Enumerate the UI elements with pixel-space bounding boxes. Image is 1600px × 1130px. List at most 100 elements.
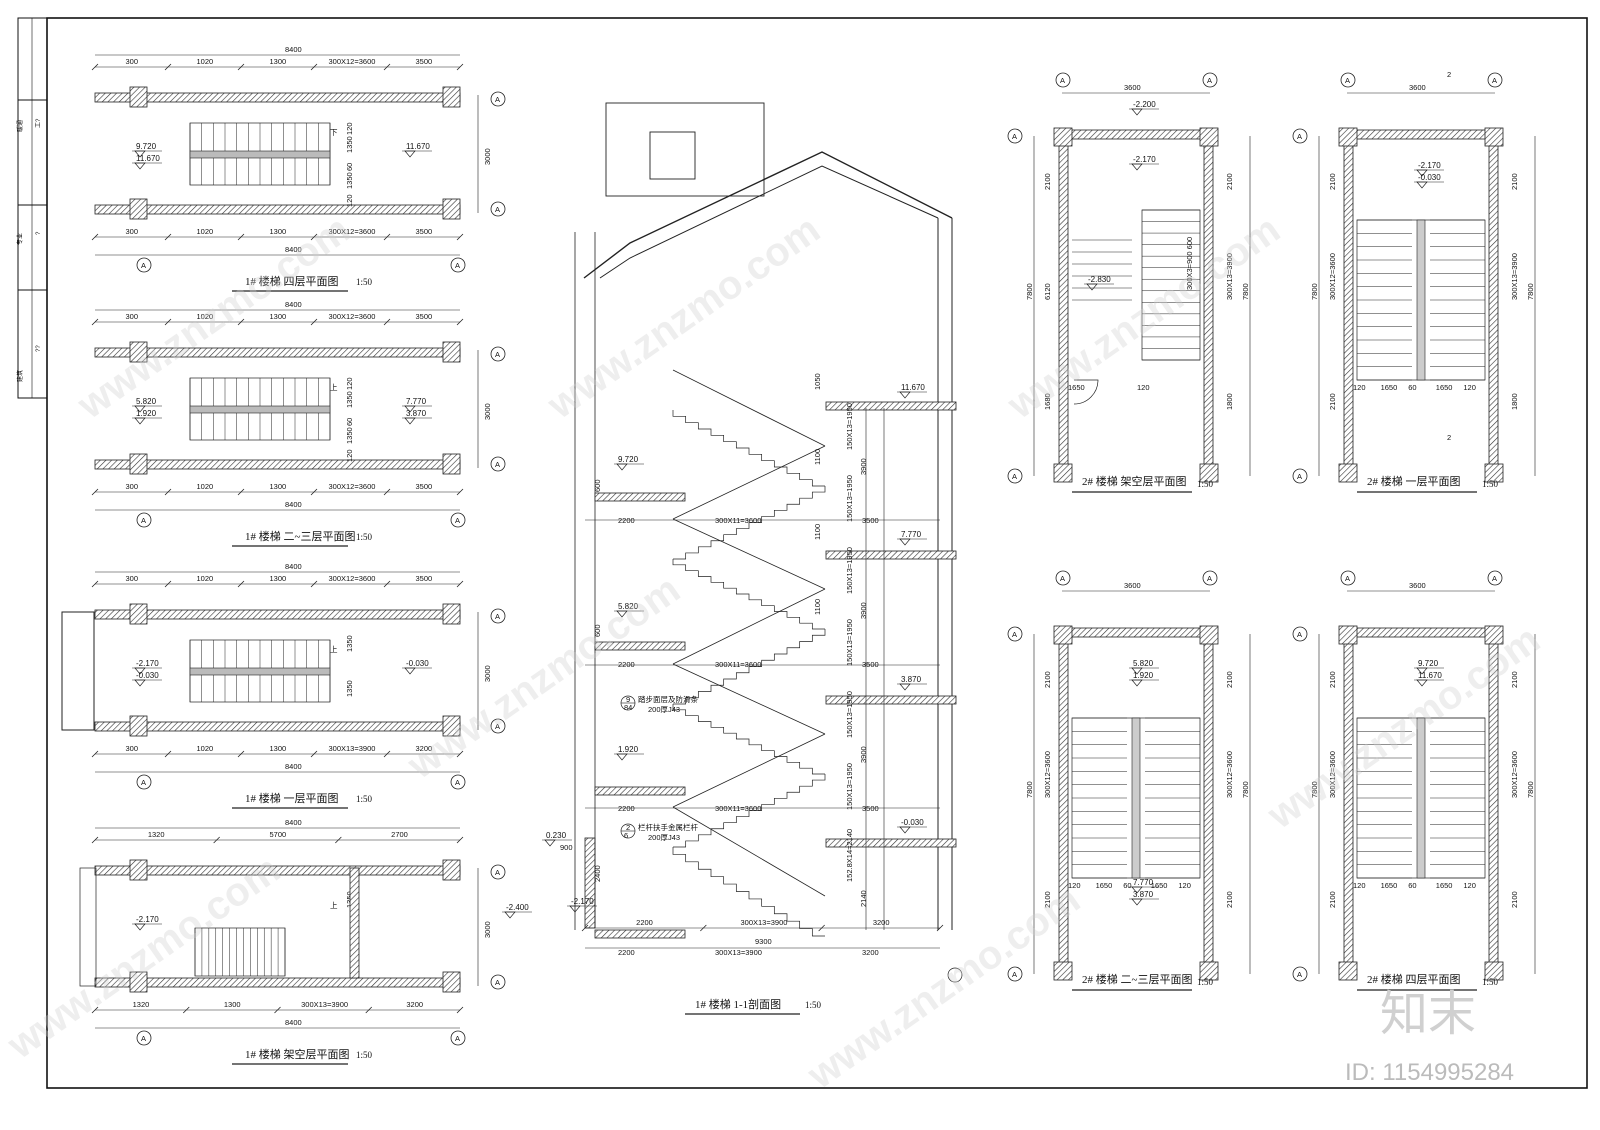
level-marker bbox=[404, 150, 416, 158]
level-label: 11.670 bbox=[901, 383, 925, 392]
axis-bubble bbox=[490, 608, 506, 624]
image-id: ID: 1154995284 bbox=[1345, 1059, 1514, 1086]
dimension-tick bbox=[91, 63, 99, 71]
floor-slab bbox=[825, 550, 957, 560]
wall-bottom bbox=[94, 721, 461, 732]
wall-bottom bbox=[94, 204, 461, 215]
axis-label: A bbox=[1012, 630, 1017, 639]
column bbox=[442, 603, 461, 625]
axis-bubble bbox=[1487, 72, 1503, 88]
dimension-label: 300 bbox=[126, 57, 139, 66]
dimension-label: 5700 bbox=[270, 830, 287, 839]
axis-label: A bbox=[495, 722, 500, 731]
stair-flight bbox=[672, 559, 825, 630]
axis-bubble bbox=[1007, 128, 1023, 144]
plan-title: 1# 楼梯 四层平面图 bbox=[245, 274, 339, 288]
overall-dimension: 8400 bbox=[285, 562, 302, 571]
run-dimension: 1650 bbox=[1068, 383, 1085, 392]
floor-slab bbox=[825, 695, 957, 705]
dimension-tick bbox=[164, 318, 172, 326]
side-dimension: 2100 bbox=[1328, 173, 1337, 190]
width-dimension: 3600 bbox=[1409, 581, 1426, 590]
wall-top bbox=[1057, 627, 1215, 638]
level-marker bbox=[1131, 898, 1143, 906]
level-label: 0.230 bbox=[546, 831, 567, 840]
depth-dimension: 7800 bbox=[1025, 781, 1034, 798]
ground-wall bbox=[584, 837, 596, 929]
axis-label: A bbox=[1345, 574, 1350, 583]
door-swing bbox=[1073, 379, 1099, 405]
platform-outline bbox=[79, 867, 97, 987]
column bbox=[442, 198, 461, 220]
axis-bubble bbox=[1055, 570, 1071, 586]
vent-opening bbox=[649, 131, 696, 180]
axis-bubble bbox=[1292, 966, 1308, 982]
dimension-tick bbox=[383, 580, 391, 588]
axis-bubble bbox=[490, 718, 506, 734]
watermark-text: www.znzmo.com bbox=[399, 567, 688, 788]
handrail-line bbox=[672, 806, 826, 897]
level-marker bbox=[616, 753, 628, 761]
landing-slab bbox=[594, 641, 686, 651]
plan-title: 2# 楼梯 一层平面图 bbox=[1367, 474, 1461, 488]
depth-dimension: 7800 bbox=[1526, 781, 1535, 798]
dimension-label: 1020 bbox=[197, 227, 214, 236]
level-marker bbox=[504, 911, 516, 919]
run-dimension: 120 bbox=[1353, 383, 1366, 392]
side-dimension: 2100 bbox=[1225, 671, 1234, 688]
run-dimension: 1650 bbox=[1381, 383, 1398, 392]
dimension-tick bbox=[237, 750, 245, 758]
axis-bubble bbox=[136, 512, 152, 528]
depth-dimension: 7800 bbox=[1241, 781, 1250, 798]
stair-flight bbox=[673, 774, 826, 848]
side-dimension: 300X13=3900 bbox=[1225, 253, 1234, 300]
dimension-label: 2700 bbox=[391, 830, 408, 839]
overall-dimension: 8400 bbox=[285, 762, 302, 771]
axis-bubble bbox=[450, 512, 466, 528]
axis-bubble bbox=[1292, 626, 1308, 642]
dimension-label: 3200 bbox=[416, 744, 433, 753]
depth-dimension: 3000 bbox=[483, 403, 492, 420]
side-dimension: 2100 bbox=[1510, 671, 1519, 688]
level-label: -2.200 bbox=[1133, 100, 1156, 109]
wall-left bbox=[1058, 135, 1069, 481]
side-dimension: 1350 bbox=[345, 680, 354, 697]
side-dimension: 1800 bbox=[1225, 393, 1234, 410]
landing-dimension: 3500 bbox=[862, 804, 879, 813]
side-dimension: 2100 bbox=[1328, 393, 1337, 410]
handrail bbox=[189, 150, 331, 159]
column bbox=[1053, 625, 1073, 645]
axis-bubble bbox=[136, 1030, 152, 1046]
level-marker bbox=[1131, 108, 1143, 116]
run-dimension: 1650 bbox=[1381, 881, 1398, 890]
level-marker bbox=[134, 417, 146, 425]
axis-label: A bbox=[1345, 76, 1350, 85]
dimension-tick bbox=[91, 750, 99, 758]
misc-dimension: 9300 bbox=[755, 937, 772, 946]
column bbox=[129, 341, 148, 363]
axis-label: A bbox=[1297, 630, 1302, 639]
dimension-label: 300 bbox=[126, 312, 139, 321]
width-dimension: 3600 bbox=[1409, 83, 1426, 92]
axis-label: A bbox=[1060, 76, 1065, 85]
dimension-tick bbox=[164, 233, 172, 241]
dimension-tick bbox=[164, 63, 172, 71]
side-dimension: 2100 bbox=[1328, 671, 1337, 688]
landing-slab bbox=[594, 929, 686, 939]
level-marker bbox=[404, 667, 416, 675]
side-dimension: 2100 bbox=[1510, 891, 1519, 908]
side-dimension: 2100 bbox=[1225, 173, 1234, 190]
overall-dimension: 8400 bbox=[285, 1018, 302, 1027]
landing-dimension: 2200 bbox=[618, 804, 635, 813]
title-block-text-4: ? bbox=[36, 231, 42, 235]
floor-height: 2140 bbox=[859, 890, 868, 907]
column bbox=[1053, 463, 1073, 483]
dimension-tick bbox=[91, 233, 99, 241]
riser-dimension: 150X13=1950 bbox=[845, 547, 854, 594]
plan-scale: 1:50 bbox=[1482, 977, 1499, 987]
roof-inner bbox=[599, 165, 939, 279]
column bbox=[129, 198, 148, 220]
